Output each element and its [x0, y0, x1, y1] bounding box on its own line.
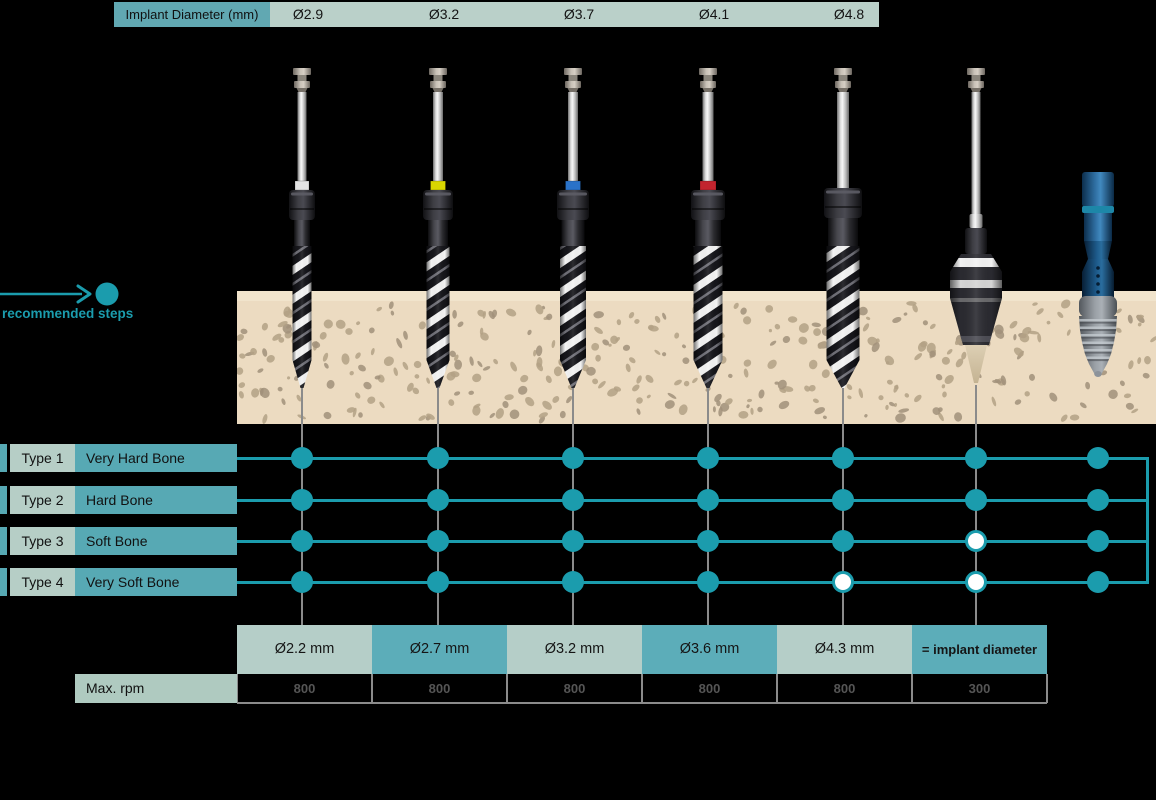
- implant-diameter-value: Ø3.7: [563, 6, 595, 22]
- implant-diameter-value: Ø3.2: [428, 6, 460, 22]
- implant-diameter-value: Ø4.1: [698, 6, 730, 22]
- max-rpm-value: 800: [698, 681, 721, 696]
- drill-diameter-cell: Ø2.2 mm: [237, 625, 372, 674]
- recommended-steps-legend: recommended steps: [0, 268, 230, 330]
- step-dot-filled: [562, 530, 584, 552]
- step-dot-filled: [697, 489, 719, 511]
- twist-drill-2: [423, 68, 453, 388]
- protocol-right-connector: [1146, 456, 1149, 584]
- bone-type-name: Very Soft Bone: [75, 568, 237, 596]
- protocol-row-line: [237, 539, 1149, 543]
- drill-color-ring: [430, 180, 446, 191]
- bone-type-number: Type 4: [10, 568, 75, 596]
- step-dot-filled: [562, 571, 584, 593]
- protocol-row-line: [237, 498, 1149, 502]
- rpm-bottom-border: [237, 702, 1047, 704]
- drill-diameter-cell: Ø2.7 mm: [372, 625, 507, 674]
- rpm-separator: [506, 674, 508, 703]
- step-dot-filled: [965, 447, 987, 469]
- step-dot-filled: [427, 489, 449, 511]
- step-dot-open: [832, 571, 854, 593]
- bone-type-name: Hard Bone: [75, 486, 237, 514]
- step-dot-filled: [562, 447, 584, 469]
- step-dot-filled: [1087, 571, 1109, 593]
- twist-drill-5: [824, 68, 862, 388]
- bone-type-name: Very Hard Bone: [75, 444, 237, 472]
- bone-type-number: Type 1: [10, 444, 75, 472]
- max-rpm-value: 800: [428, 681, 451, 696]
- implant-diameter-value: Ø2.9: [292, 6, 324, 22]
- implant-diameter-value: Ø4.8: [833, 6, 865, 22]
- step-dot-filled: [1087, 489, 1109, 511]
- implant-diameter-header-label: Implant Diameter (mm): [114, 2, 270, 27]
- max-rpm-value: 800: [293, 681, 316, 696]
- twist-drill-3: [557, 68, 589, 388]
- rpm-separator: [776, 674, 778, 703]
- protocol-row-line: [237, 580, 1149, 584]
- twist-drill-1: [289, 68, 315, 388]
- max-rpm-value: 800: [563, 681, 586, 696]
- step-dot-filled: [697, 571, 719, 593]
- step-dot-filled: [291, 571, 313, 593]
- row-edge-stub: [0, 486, 7, 514]
- drill-color-ring: [294, 180, 310, 191]
- drill-color-ring: [699, 180, 717, 191]
- recommended-steps-label: recommended steps: [2, 306, 134, 321]
- step-dot-filled: [427, 571, 449, 593]
- step-dot-open: [965, 571, 987, 593]
- drill-diameter-cell: = implant diameter: [912, 625, 1047, 674]
- step-dot-filled: [965, 489, 987, 511]
- final-shaping-drill: [950, 68, 1002, 383]
- rpm-separator: [371, 674, 373, 703]
- bone-type-name: Soft Bone: [75, 527, 237, 555]
- max-rpm-value: 300: [968, 681, 991, 696]
- step-dot-filled: [1087, 530, 1109, 552]
- rpm-separator: [911, 674, 913, 703]
- step-dot-filled: [832, 489, 854, 511]
- step-dot-open: [965, 530, 987, 552]
- step-dot-filled: [291, 489, 313, 511]
- max-rpm-label: Max. rpm: [75, 674, 237, 703]
- drill-diameter-cell: Ø3.6 mm: [642, 625, 777, 674]
- bone-type-number: Type 3: [10, 527, 75, 555]
- row-edge-stub: [0, 527, 7, 555]
- step-dot-filled: [1087, 447, 1109, 469]
- row-edge-stub: [0, 568, 7, 596]
- rpm-separator: [1046, 674, 1048, 703]
- step-dot-filled: [562, 489, 584, 511]
- rpm-separator: [236, 674, 238, 703]
- step-dot-filled: [427, 447, 449, 469]
- step-dot-filled: [832, 447, 854, 469]
- twist-drill-4: [691, 68, 725, 388]
- drill-diameter-cell: Ø3.2 mm: [507, 625, 642, 674]
- protocol-row-line: [237, 456, 1149, 460]
- rpm-separator: [641, 674, 643, 703]
- recommended-steps-arrow-icon: [0, 282, 119, 306]
- step-dot-filled: [697, 447, 719, 469]
- step-dot-filled: [291, 530, 313, 552]
- row-edge-stub: [0, 444, 7, 472]
- bone-type-number: Type 2: [10, 486, 75, 514]
- step-dot-filled: [832, 530, 854, 552]
- implant-diameter-values-strip: Ø2.9 Ø3.2 Ø3.7 Ø4.1 Ø4.8: [270, 2, 879, 27]
- step-dot-filled: [697, 530, 719, 552]
- step-dot-filled: [291, 447, 313, 469]
- max-rpm-value: 800: [833, 681, 856, 696]
- drill-color-ring: [565, 180, 581, 191]
- implant-with-mount: [1079, 172, 1117, 377]
- step-dot-filled: [427, 530, 449, 552]
- drill-diameter-cell: Ø4.3 mm: [777, 625, 912, 674]
